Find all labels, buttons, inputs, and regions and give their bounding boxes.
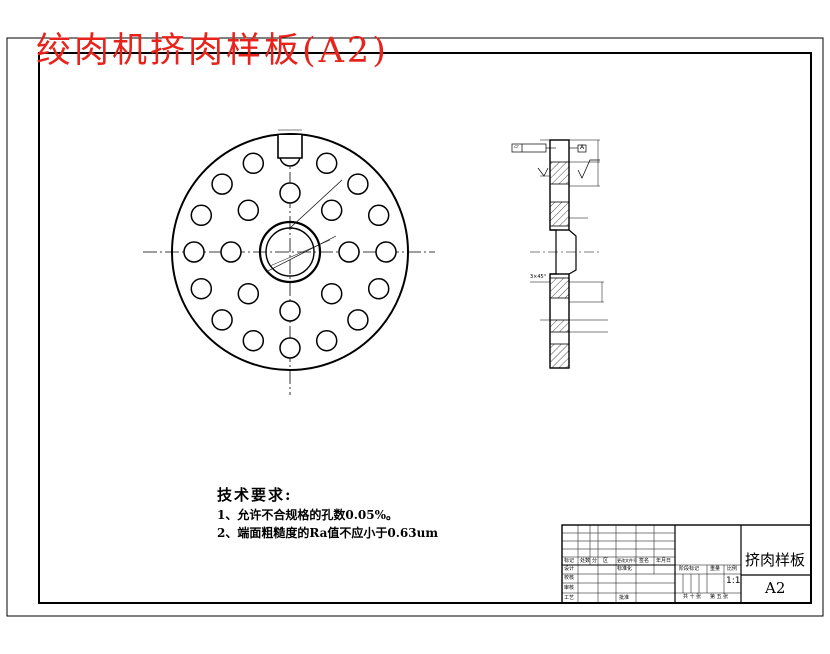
requirement-item-2: 2、端面粗糙度的Ra值不应小于0.63um xyxy=(217,526,439,540)
part-name: 挤肉样板 xyxy=(745,551,806,569)
hatch-4 xyxy=(549,319,570,333)
requirement-item-1: 1、允许不合规格的孔数0.05%。 xyxy=(217,508,398,522)
perforation-hole xyxy=(279,300,301,322)
perforation-hole xyxy=(367,277,390,300)
approve-label: 批准 xyxy=(619,595,630,601)
perforation-hole xyxy=(211,309,233,331)
header-cell-4: 区 xyxy=(603,558,609,564)
drawing-number: A2 xyxy=(765,579,786,597)
perforation-hole xyxy=(338,241,360,263)
requirements-title: 技术要求: xyxy=(217,486,293,504)
bore-step xyxy=(550,229,557,275)
perforation-hole xyxy=(347,309,369,331)
perforation-hole xyxy=(367,204,390,227)
perforation-hole xyxy=(315,152,338,175)
perforation-hole xyxy=(183,241,205,263)
plate-front-view xyxy=(143,129,435,395)
hatch-2 xyxy=(549,201,570,227)
bore-chamfer xyxy=(568,229,577,275)
row-label-check: 校核 xyxy=(564,575,575,581)
perforation-hole xyxy=(242,152,265,175)
row-label-design: 设计 xyxy=(564,566,575,572)
perforation-hole xyxy=(320,282,343,305)
hole-layer xyxy=(183,145,397,359)
chamfer-dimension: 3×45° xyxy=(530,274,547,280)
scale-label: 比例 xyxy=(727,566,738,572)
drawing-title: 绞肉机挤肉样板(A2) xyxy=(36,31,389,71)
flatness-symbol: ▱ xyxy=(514,143,519,150)
outer-border xyxy=(6,37,824,617)
center-bore-outer xyxy=(258,220,322,284)
perforation-hole xyxy=(315,329,338,352)
perforation-hole xyxy=(375,241,397,263)
title-block-frame xyxy=(561,524,812,604)
title-block xyxy=(561,524,812,604)
leader-line-hole xyxy=(289,179,343,229)
header-cell-1: 标记 xyxy=(564,558,575,564)
header-cell-3: 分 xyxy=(592,558,598,564)
hatch-5 xyxy=(549,343,570,369)
datum-letter: A xyxy=(580,144,585,151)
leader-line-bore xyxy=(265,235,337,273)
datum-box xyxy=(577,144,587,153)
perforation-hole xyxy=(279,337,301,359)
surface-finish-mark-2 xyxy=(537,167,549,177)
standardize-label: 标准化 xyxy=(617,566,633,572)
perforation-hole xyxy=(242,329,265,352)
perforation-hole xyxy=(279,182,301,204)
perforation-hole xyxy=(237,282,260,305)
surface-finish-mark xyxy=(577,159,600,179)
row-label-review: 审核 xyxy=(564,585,575,591)
perforation-hole xyxy=(220,241,242,263)
header-cell-5: 更改文件号 xyxy=(617,558,637,563)
header-cell-2: 处数 xyxy=(580,558,591,564)
perforation-hole xyxy=(190,204,213,227)
header-cell-6: 签名 xyxy=(639,558,650,564)
scale-value: 1:1 xyxy=(726,576,741,586)
header-cell-7: 年月日 xyxy=(656,558,672,564)
stage-label: 阶段标记 xyxy=(679,566,700,572)
key-slot xyxy=(277,135,303,159)
sheet-number: 第 五 张 xyxy=(710,594,729,600)
perforation-hole xyxy=(320,199,343,222)
hatch-1 xyxy=(549,161,570,185)
inner-frame xyxy=(38,52,812,604)
row-label-process: 工艺 xyxy=(564,595,575,601)
plate-outline xyxy=(171,133,409,371)
plate-section-view xyxy=(511,139,608,369)
weight-label: 重量 xyxy=(710,566,721,572)
hatch-3 xyxy=(549,277,570,299)
perforation-hole xyxy=(211,173,233,195)
perforation-hole xyxy=(347,173,369,195)
sheet-total: 共 十 张 xyxy=(683,594,702,600)
perforation-hole xyxy=(237,199,260,222)
leader-line-bore-2 xyxy=(269,239,331,267)
perforation-hole xyxy=(190,277,213,300)
